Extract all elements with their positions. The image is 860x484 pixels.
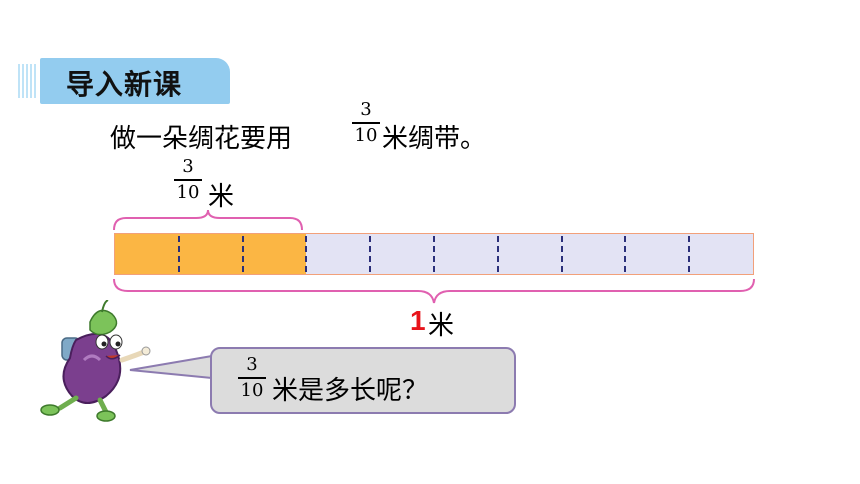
strip-segment-empty <box>688 234 753 274</box>
strip-segment-empty <box>560 234 626 274</box>
speech-tail <box>129 355 213 379</box>
strip-segment-filled <box>241 234 307 274</box>
top-label-denominator: 10 <box>176 181 200 203</box>
fraction-bar <box>352 122 380 124</box>
fraction-bar <box>238 377 266 379</box>
speech-bubble <box>210 347 516 414</box>
measure-strip <box>114 233 754 275</box>
strip-segment-empty <box>432 234 498 274</box>
speech-text: 米是多长呢？ <box>272 376 429 406</box>
strip-segment-empty <box>305 234 371 274</box>
problem-prefix: 做一朵绸花要用 <box>110 124 293 154</box>
tag-stripe-decoration <box>18 64 36 98</box>
strip-segment-empty <box>496 234 562 274</box>
bottom-label-unit: 米 <box>428 311 455 341</box>
eggplant-mascot-icon <box>40 300 151 422</box>
top-brace <box>113 209 303 231</box>
problem-fraction-denominator: 10 <box>354 124 378 146</box>
problem-fraction: 3 10 <box>352 101 380 145</box>
bottom-brace <box>113 278 755 304</box>
section-title: 导入新课 <box>66 68 183 101</box>
top-label-numerator: 3 <box>182 156 194 177</box>
strip-segment-empty <box>624 234 690 274</box>
strip-segment-filled <box>177 234 243 274</box>
section-tag: 导入新课 <box>18 58 230 104</box>
tag-box <box>40 58 230 104</box>
strip-segment-filled <box>115 234 179 274</box>
problem-suffix: 米绸带。 <box>382 124 487 154</box>
speech-fraction-numerator: 3 <box>246 354 258 375</box>
problem-fraction-numerator: 3 <box>360 99 372 120</box>
top-label-unit: 米 <box>208 182 235 212</box>
speech-fraction-denominator: 10 <box>240 379 264 401</box>
bottom-label-number: 1 <box>410 305 426 336</box>
speech-fraction: 3 10 <box>238 356 266 400</box>
top-label-fraction: 3 10 <box>174 158 202 202</box>
fraction-bar <box>174 179 202 181</box>
strip-segment-empty <box>369 234 434 274</box>
